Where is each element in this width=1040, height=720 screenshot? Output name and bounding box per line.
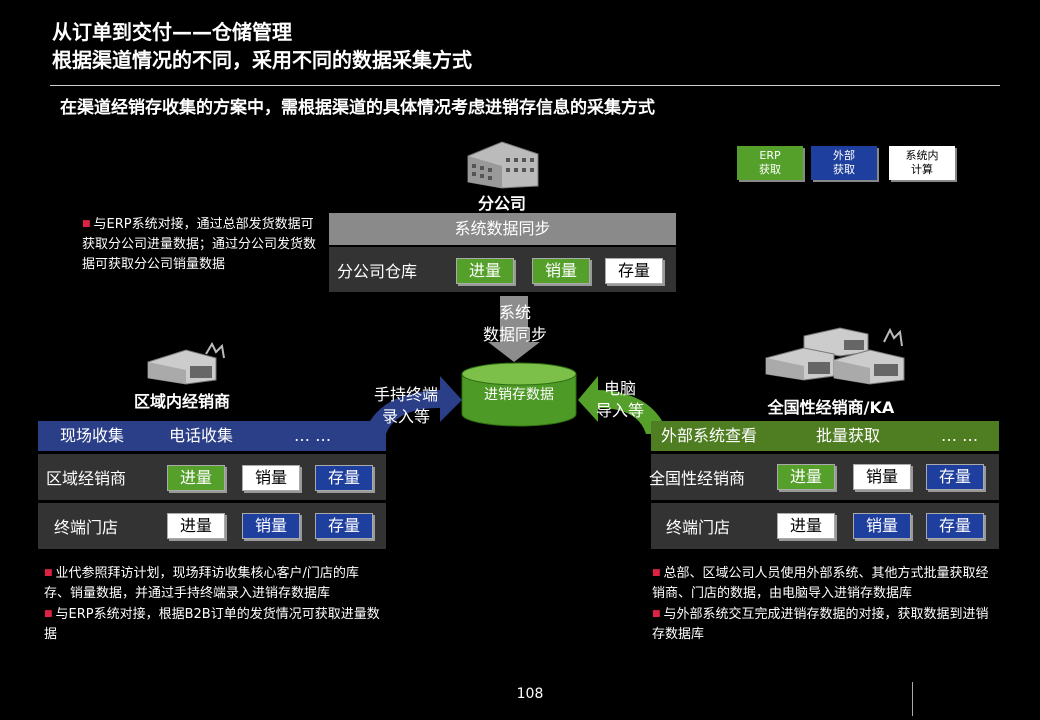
national-note-1: ■总部、区域公司人员使用外部系统、其他方式批量获取经销商、门店的数据，由电脑导入… <box>652 563 992 604</box>
left-arrow-label-line1: 手持终端 <box>373 385 438 404</box>
national-distributor-tag-sales: 销量 <box>853 464 911 490</box>
regional-store-tag-stock: 存量 <box>315 513 373 539</box>
national-notes: ■总部、区域公司人员使用外部系统、其他方式批量获取经销商、门店的数据，由电脑导入… <box>652 563 992 645</box>
right-arrow-label: 电脑 导入等 <box>580 378 660 422</box>
national-header-external: 外部系统查看 <box>661 426 758 445</box>
national-distributor-tag-in: 进量 <box>777 464 835 490</box>
page-number: 108 <box>516 686 544 702</box>
legend-external-line2: 获取 <box>833 163 855 176</box>
national-note-1-text: 总部、区域公司人员使用外部系统、其他方式批量获取经销商、门店的数据，由电脑导入进… <box>652 566 989 601</box>
national-row-distributor-label: 全国性经销商 <box>649 469 746 488</box>
regional-store-tag-sales: 销量 <box>242 513 300 539</box>
office-building-icon <box>467 141 539 189</box>
bullet-icon: ■ <box>652 609 661 619</box>
footer-divider <box>912 682 913 716</box>
national-header: 外部系统查看 批量获取 … … <box>651 421 999 451</box>
national-header-more: … … <box>941 426 979 445</box>
legend-erp-line2: 获取 <box>759 163 781 176</box>
regional-header-phone: 电话收集 <box>169 426 234 445</box>
branch-note: ■与ERP系统对接，通过总部发货数据可获取分公司进量数据；通过分公司发货数据可获… <box>82 214 318 275</box>
bullet-icon: ■ <box>652 568 661 578</box>
branch-tag-in: 进量 <box>456 258 514 284</box>
legend-internal-line2: 计算 <box>911 163 933 176</box>
regional-distributor-tag-in: 进量 <box>167 465 225 491</box>
regional-note-1: ■业代参照拜访计划，现场拜访收集核心客户/门店的库存、销量数据，并通过手持终端录… <box>44 563 380 604</box>
regional-note-2-text: 与ERP系统对接，根据B2B订单的发货情况可获取进量数据 <box>44 607 380 642</box>
national-row-store: 终端门店 进量 销量 存量 <box>651 503 999 549</box>
title-divider <box>50 85 1000 86</box>
regional-row-distributor: 区域经销商 进量 销量 存量 <box>38 454 386 500</box>
right-arrow-label-line2: 导入等 <box>595 401 644 420</box>
national-store-tag-in: 进量 <box>777 513 835 539</box>
bullet-icon: ■ <box>44 568 53 578</box>
sync-label-line2: 数据同步 <box>482 325 547 344</box>
warehouse-icon <box>147 341 225 385</box>
sync-label-line1: 系统 <box>498 303 531 322</box>
legend-internal-line1: 系统内 <box>905 149 939 162</box>
right-arrow-label-line1: 电脑 <box>603 379 636 398</box>
national-note-2: ■与外部系统交互完成进销存数据的对接，获取数据到进销存数据库 <box>652 604 992 645</box>
left-arrow-label-line2: 录入等 <box>381 407 430 426</box>
branch-note-text: 与ERP系统对接，通过总部发货数据可获取分公司进量数据；通过分公司发货数据可获取… <box>82 217 317 272</box>
page-title-line1: 从订单到交付——仓储管理 <box>52 20 292 44</box>
regional-note-1-text: 业代参照拜访计划，现场拜访收集核心客户/门店的库存、销量数据，并通过手持终端录入… <box>44 566 359 601</box>
left-curved-arrow-icon <box>364 376 462 434</box>
branch-row-label: 分公司仓库 <box>337 261 418 281</box>
regional-header-more: … … <box>294 426 332 445</box>
regional-header-onsite: 现场收集 <box>60 426 125 445</box>
regional-title: 区域内经销商 <box>133 392 230 411</box>
branch-tag-sales: 销量 <box>532 258 590 284</box>
page-title-line2: 根据渠道情况的不同，采用不同的数据采集方式 <box>52 48 472 72</box>
national-title: 全国性经销商/KA <box>767 398 895 417</box>
branch-tag-stock: 存量 <box>605 258 663 284</box>
regional-store-tag-in: 进量 <box>167 513 225 539</box>
branch-row: 分公司仓库 进量 销量 存量 <box>329 247 676 292</box>
regional-row-store: 终端门店 进量 销量 存量 <box>38 503 386 549</box>
national-distributor-tag-stock: 存量 <box>926 464 984 490</box>
bullet-icon: ■ <box>44 609 53 619</box>
legend-internal: 系统内计算 <box>889 146 955 180</box>
national-note-2-text: 与外部系统交互完成进销存数据的对接，获取数据到进销存数据库 <box>652 607 989 642</box>
regional-row-distributor-label: 区域经销商 <box>46 469 127 488</box>
legend-erp-line1: ERP <box>759 149 781 162</box>
branch-title: 分公司 <box>477 194 526 213</box>
national-row-distributor: 全国性经销商 进量 销量 存量 <box>649 454 999 500</box>
database-label: 进销存数据 <box>484 387 554 403</box>
bullet-icon: ■ <box>82 219 91 229</box>
database-icon <box>461 362 577 427</box>
sync-label: 系统 数据同步 <box>470 302 560 346</box>
regional-row-store-label: 终端门店 <box>54 518 119 537</box>
left-arrow-label: 手持终端 录入等 <box>364 384 448 428</box>
national-store-tag-stock: 存量 <box>926 513 984 539</box>
right-curved-arrow-icon <box>578 376 668 434</box>
legend-external-line1: 外部 <box>833 149 855 162</box>
regional-notes: ■业代参照拜访计划，现场拜访收集核心客户/门店的库存、销量数据，并通过手持终端录… <box>44 563 380 645</box>
regional-header: 现场收集 电话收集 … … <box>38 421 386 451</box>
regional-distributor-tag-stock: 存量 <box>315 465 373 491</box>
regional-note-2: ■与ERP系统对接，根据B2B订单的发货情况可获取进量数据 <box>44 604 380 645</box>
regional-distributor-tag-sales: 销量 <box>242 465 300 491</box>
national-store-tag-sales: 销量 <box>853 513 911 539</box>
national-row-store-label: 终端门店 <box>666 518 731 537</box>
national-header-batch: 批量获取 <box>816 426 881 445</box>
legend-external: 外部获取 <box>811 146 877 180</box>
page-subtitle: 在渠道经销存收集的方案中，需根据渠道的具体情况考虑进销存信息的采集方式 <box>60 98 655 118</box>
warehouse-cluster-icon <box>765 327 905 385</box>
sync-down-arrow-icon <box>488 296 540 362</box>
branch-header: 系统数据同步 <box>329 213 676 245</box>
